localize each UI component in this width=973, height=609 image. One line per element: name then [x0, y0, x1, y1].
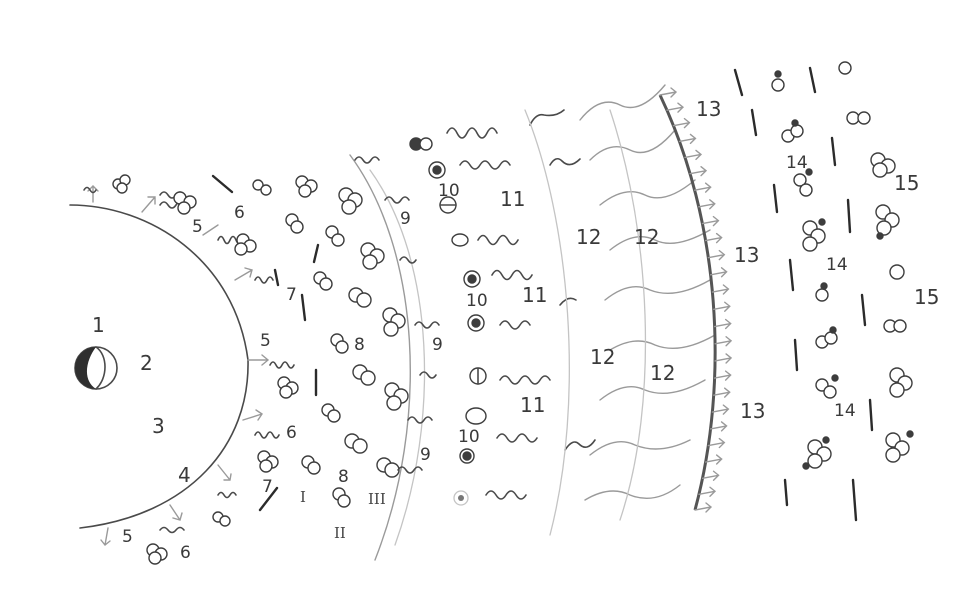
zone-11-waves	[446, 109, 596, 500]
front-13-arrow	[714, 336, 733, 347]
label-roman-III: III	[368, 490, 386, 508]
front-13-arrow	[689, 165, 708, 177]
front-13-arrow	[714, 353, 733, 364]
label-4: 4	[178, 463, 191, 487]
label-1: 1	[92, 313, 105, 337]
first-front-strokes	[211, 174, 318, 512]
label-9a: 9	[400, 209, 411, 229]
label-13c: 13	[740, 399, 765, 423]
label-3: 3	[152, 414, 165, 438]
front-13-arrow	[701, 470, 720, 481]
front-13-arrow	[659, 87, 678, 98]
zone-10-atoms	[409, 137, 487, 506]
label-6a: 6	[234, 203, 245, 223]
label-15b: 15	[914, 285, 939, 309]
label-11b: 11	[522, 283, 547, 307]
nucleon-clusters-inner	[112, 174, 299, 565]
front-13-arrows	[659, 87, 733, 513]
label-2: 2	[140, 351, 153, 375]
second-front-strokes	[300, 243, 320, 322]
label-6c: 6	[180, 543, 191, 563]
front-13-arrow	[713, 318, 732, 330]
label-12a: 12	[576, 225, 601, 249]
label-7a: 7	[286, 285, 297, 305]
label-8b: 8	[338, 467, 349, 487]
front-13-arrow	[704, 454, 723, 465]
label-6b: 6	[286, 423, 297, 443]
label-9b: 9	[432, 335, 443, 355]
arc-zone-9-inner	[369, 169, 426, 546]
front-13-arrow	[713, 387, 731, 398]
outer-front-strokes	[733, 66, 874, 522]
label-13b: 13	[734, 243, 759, 267]
label-12c: 12	[590, 345, 615, 369]
arc-zone-11	[524, 109, 570, 536]
label-7b: 7	[262, 477, 273, 497]
outer-atoms	[771, 61, 914, 470]
front-13-arrow	[672, 117, 691, 129]
zone-12-waves	[579, 84, 716, 501]
label-11c: 11	[520, 393, 545, 417]
label-14c: 14	[834, 401, 856, 421]
front-13-arrow	[698, 199, 716, 210]
arc-zone-9	[349, 154, 411, 561]
label-roman-II: II	[334, 524, 346, 542]
singularity-icon	[74, 346, 118, 390]
front-13-arrow	[698, 486, 717, 497]
front-13-arrow	[704, 232, 723, 244]
label-10a: 10	[438, 181, 460, 201]
front-13-arrow	[711, 404, 730, 415]
front-13-arrow	[713, 301, 731, 312]
label-5c: 5	[122, 527, 133, 547]
label-10b: 10	[466, 291, 488, 311]
front-13-arrow	[709, 267, 728, 278]
front-13-arrow	[684, 149, 703, 161]
label-12b: 12	[634, 225, 659, 249]
label-5a: 5	[192, 217, 203, 237]
central-sphere-outline	[69, 204, 249, 529]
nucleon-clusters-middle	[252, 175, 409, 508]
front-13-arc	[658, 94, 717, 511]
front-13-arrow	[701, 215, 720, 227]
label-14a: 14	[786, 153, 808, 173]
front-13-arrow	[707, 437, 726, 449]
label-12d: 12	[650, 361, 675, 385]
front-13-arrow	[709, 421, 728, 432]
label-10c: 10	[458, 427, 480, 447]
label-14b: 14	[826, 255, 848, 275]
sphere-emission-arrows	[87, 185, 270, 546]
front-13-arrow	[707, 249, 726, 261]
label-5b: 5	[260, 331, 271, 351]
front-13-arrow	[711, 284, 730, 295]
front-13-arrow	[694, 502, 713, 513]
label-roman-I: I	[300, 488, 306, 506]
label-11a: 11	[500, 187, 525, 211]
front-13-arrow	[713, 370, 732, 381]
arc-zone-12	[609, 109, 647, 521]
front-13-arrow	[693, 182, 712, 193]
label-13a: 13	[696, 97, 721, 121]
front-13-arrow	[678, 133, 697, 145]
label-9c: 9	[420, 445, 431, 465]
front-13-arrow	[666, 102, 685, 113]
label-15a: 15	[894, 171, 919, 195]
zone-9-waves	[354, 156, 440, 474]
label-8a: 8	[354, 335, 365, 355]
